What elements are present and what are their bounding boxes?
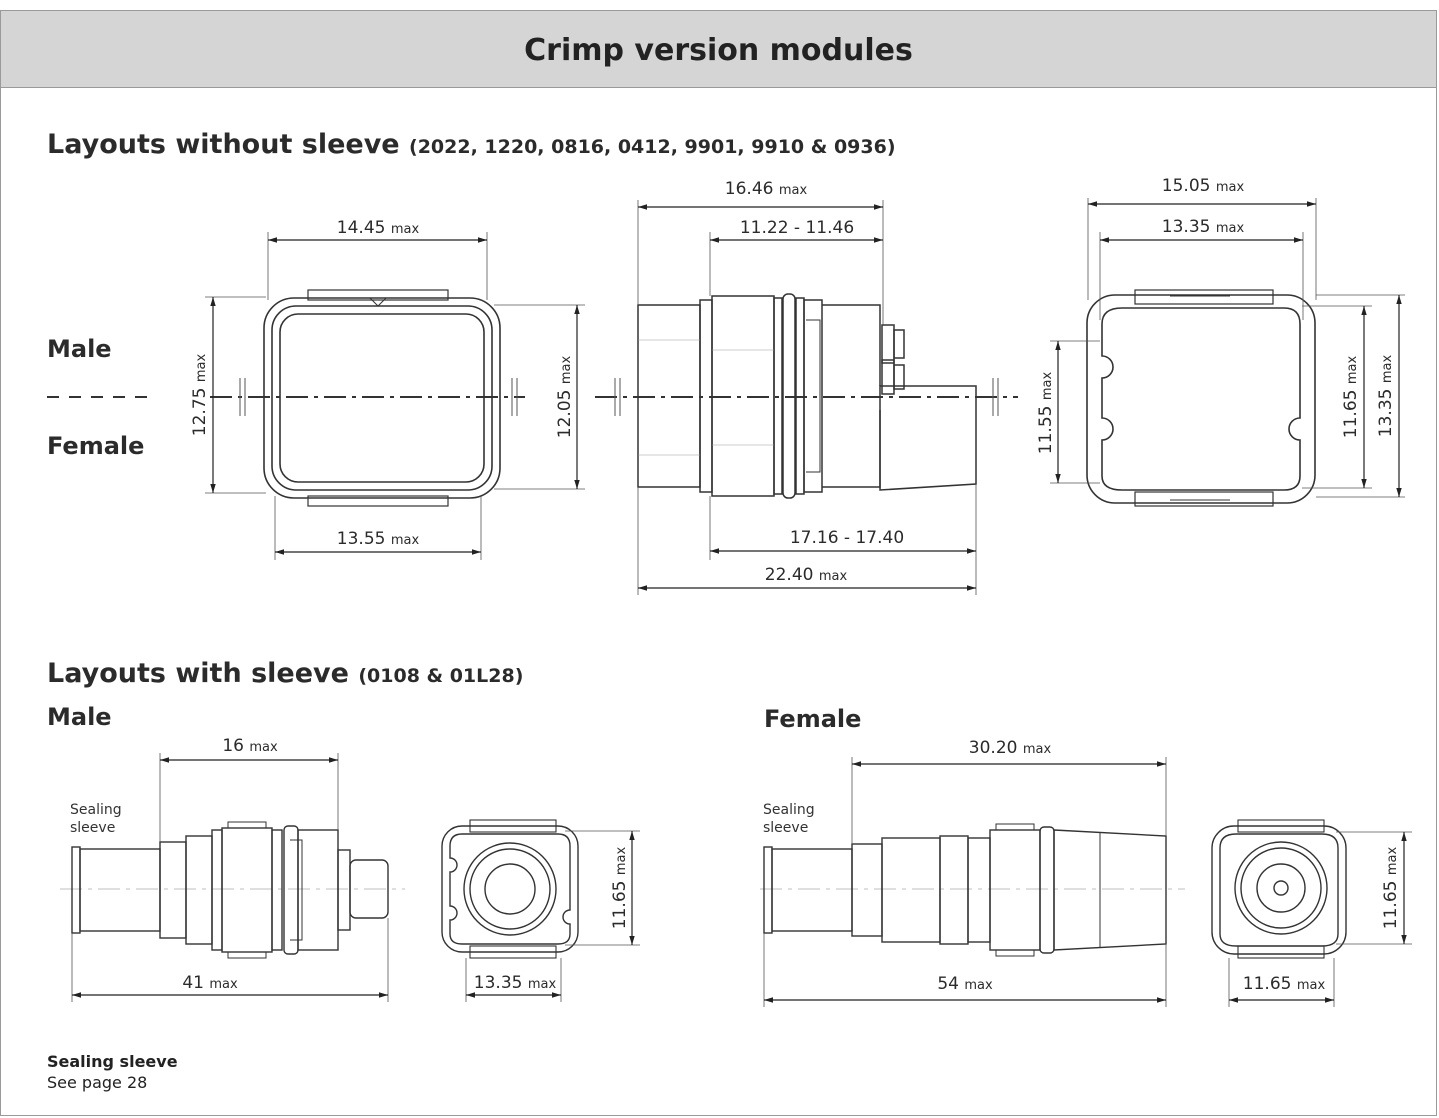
male-front-view: [263, 289, 501, 507]
section2-title: Layouts with sleeve: [47, 658, 349, 689]
male-sleeve-side-view: [60, 821, 405, 959]
dim-label-11-65-female-h: 11.65 max: [1381, 846, 1401, 929]
dim-label-13-55: 13.55 max: [337, 529, 420, 549]
section1-title: Layouts without sleeve: [47, 129, 400, 160]
female-sleeve-side-view: [760, 823, 1185, 957]
male-sealing-label-line1: Sealing: [70, 802, 122, 818]
female-sleeve-front-view: [1211, 819, 1347, 959]
dim-label-13-35-right: 13.35 max: [1376, 354, 1396, 437]
female-sleeve-extension-lines: [763, 757, 1167, 1007]
page-title: Crimp version modules: [524, 33, 913, 68]
dim-label-11-55: 11.55 max: [1036, 371, 1056, 454]
dim-label-41: 41 max: [182, 973, 238, 993]
female-sealing-label-line2: sleeve: [763, 820, 808, 836]
male-sealing-label-line2: sleeve: [70, 820, 115, 836]
note-title: Sealing sleeve: [47, 1052, 178, 1071]
female-rear-view: [1086, 289, 1316, 507]
side-view: [637, 293, 977, 499]
male-sleeve-extension-lines: [71, 753, 389, 1002]
header-bar: Crimp version modules: [1, 11, 1436, 88]
section2-heading: Layouts with sleeve (0108 & 01L28): [47, 658, 523, 689]
dim-label-11-65-male: 11.65 max: [610, 846, 630, 929]
section2-male-label: Male: [47, 703, 112, 731]
page-frame: [0, 10, 1437, 1116]
section1-layouts: (2022, 1220, 0816, 0412, 9901, 9910 & 09…: [409, 136, 896, 158]
dim-label-11-65: 11.65 max: [1341, 355, 1361, 438]
dim-label-14-45: 14.45 max: [337, 218, 420, 238]
dim-label-12-75: 12.75 max: [190, 353, 210, 436]
section2-female-label: Female: [764, 705, 862, 733]
female-rear-extension-lines: [1050, 198, 1405, 498]
dim-label-16: 16 max: [222, 736, 278, 756]
dim-label-11-65-female-w: 11.65 max: [1243, 974, 1326, 994]
note-text: See page 28: [47, 1073, 148, 1092]
dim-label-13-35-male: 13.35 max: [474, 973, 557, 993]
section1-female-label: Female: [47, 432, 145, 460]
male-sleeve-front-view: [441, 819, 579, 959]
dim-label-30-20: 30.20 max: [969, 738, 1052, 758]
dim-label-54: 54 max: [937, 974, 993, 994]
section1-male-label: Male: [47, 335, 112, 363]
female-sleeve-front-extension-lines: [1228, 831, 1412, 1007]
section1-heading: Layouts without sleeve (2022, 1220, 0816…: [47, 129, 896, 160]
dim-label-15-05: 15.05 max: [1162, 176, 1245, 196]
dim-label-17-16: 17.16 - 17.40: [790, 528, 904, 548]
dim-label-16-46: 16.46 max: [725, 179, 808, 199]
dim-label-12-05: 12.05 max: [555, 355, 575, 438]
break-marks: [239, 378, 999, 416]
dim-label-13-35-top: 13.35 max: [1162, 217, 1245, 237]
section2-layouts: (0108 & 01L28): [358, 665, 524, 687]
dim-label-11-22: 11.22 - 11.46: [740, 218, 854, 238]
female-sealing-label-line1: Sealing: [763, 802, 815, 818]
dim-label-22-40: 22.40 max: [765, 565, 848, 585]
